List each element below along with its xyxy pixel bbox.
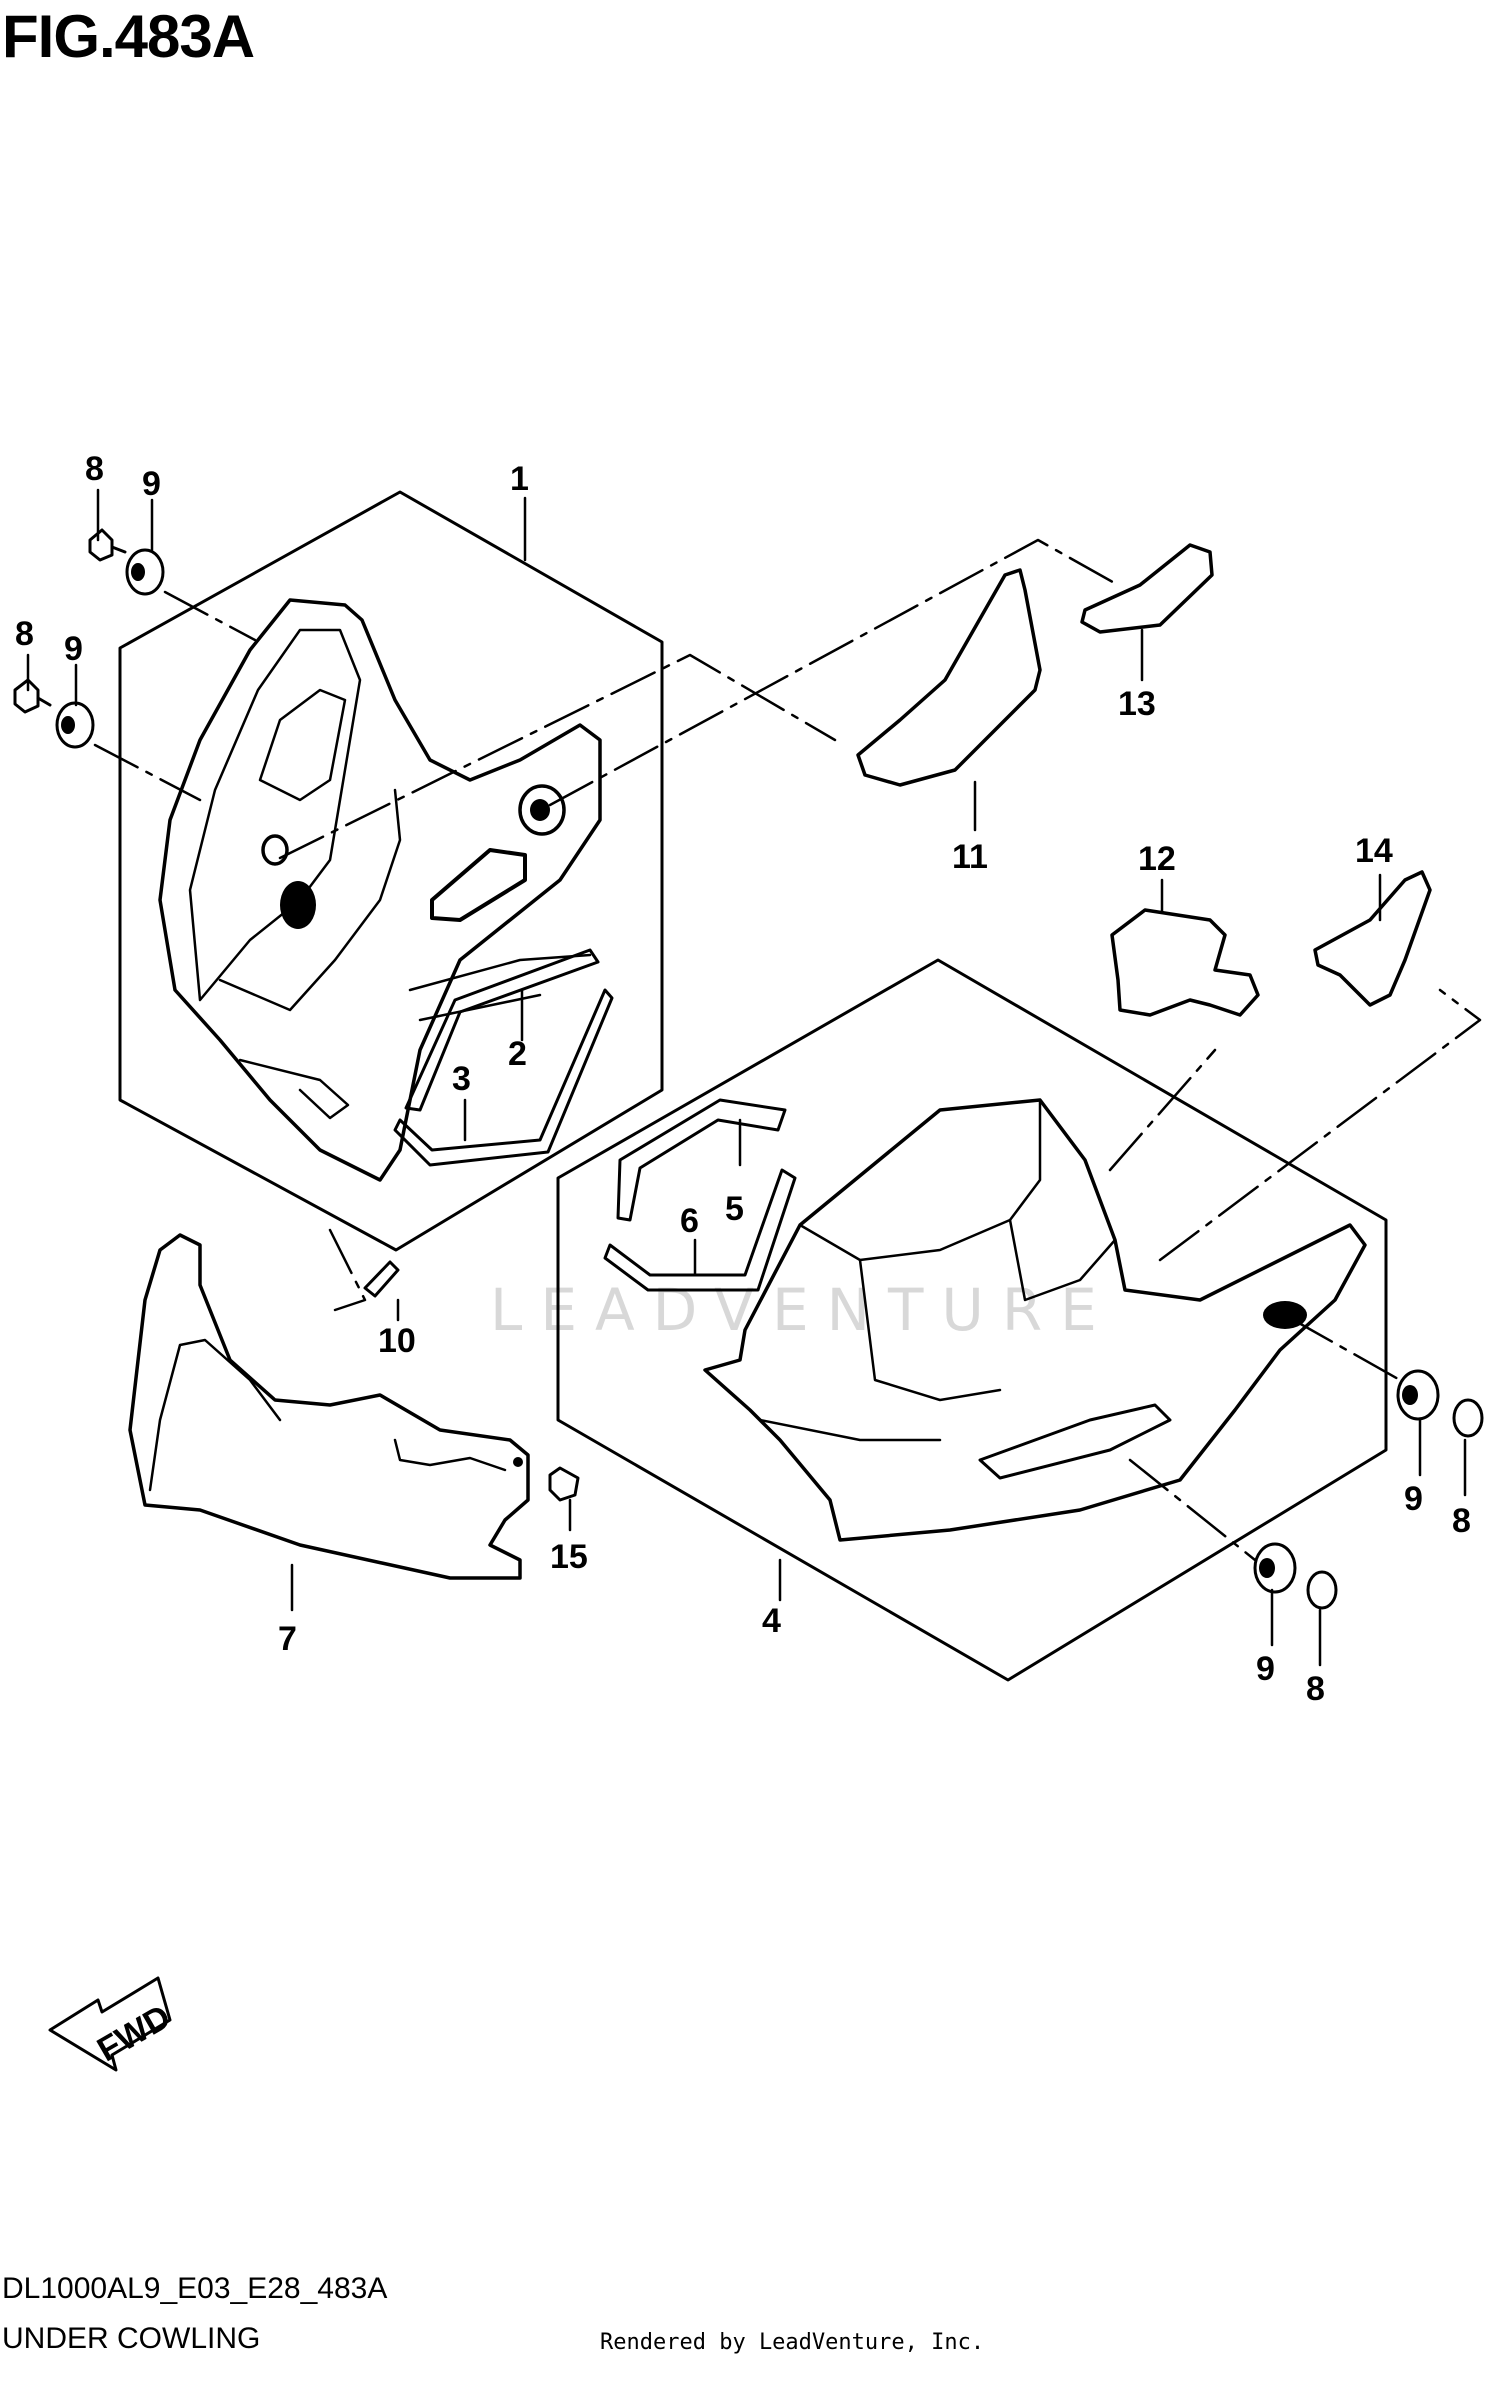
callout-2: 2 bbox=[508, 1035, 527, 1073]
fasteners bbox=[13, 528, 1484, 1610]
callout-8-a: 8 bbox=[85, 450, 104, 488]
part-11-bracket bbox=[856, 568, 1042, 787]
callout-9-d: 9 bbox=[1256, 1650, 1275, 1688]
callout-8-c: 8 bbox=[1452, 1502, 1471, 1540]
callout-11: 11 bbox=[952, 838, 988, 876]
part-2-seal-strip bbox=[404, 948, 600, 1112]
part-1-cowling-panel bbox=[158, 598, 602, 1182]
callout-14: 14 bbox=[1355, 832, 1393, 870]
callout-10: 10 bbox=[378, 1322, 416, 1360]
part-1-group-box bbox=[118, 490, 664, 1252]
part-4-group-box bbox=[556, 958, 1388, 1682]
callout-labels: 1 2 3 4 5 6 7 8 9 8 9 9 8 9 8 10 11 12 1… bbox=[15, 450, 1471, 1708]
part-7-front-cowling bbox=[128, 1233, 530, 1580]
callout-9-a: 9 bbox=[142, 465, 161, 503]
fwd-arrow bbox=[48, 1976, 172, 2072]
part-12-bracket bbox=[1110, 908, 1260, 1017]
watermark: LEADVENTURE bbox=[490, 1276, 1115, 1344]
callout-13: 13 bbox=[1118, 685, 1156, 723]
fwd-label: FWD bbox=[91, 1998, 177, 2070]
part-6-seal-strip bbox=[603, 1168, 797, 1292]
callout-12: 12 bbox=[1138, 840, 1176, 878]
callout-8-b: 8 bbox=[15, 615, 34, 653]
callout-7: 7 bbox=[278, 1620, 297, 1658]
part-14-bracket bbox=[1313, 870, 1432, 1007]
callout-5: 5 bbox=[725, 1190, 744, 1228]
part-5-seal-strip bbox=[616, 1098, 787, 1222]
callout-9-b: 9 bbox=[64, 630, 83, 668]
figure-name: UNDER COWLING bbox=[2, 2322, 261, 2355]
figure-title: FIG.483A bbox=[2, 3, 255, 70]
model-code: DL1000AL9_E03_E28_483A bbox=[2, 2272, 388, 2305]
callout-8-d: 8 bbox=[1306, 1670, 1325, 1708]
callout-6: 6 bbox=[680, 1202, 699, 1240]
part-13-bracket bbox=[1080, 543, 1214, 634]
centre-lines bbox=[93, 538, 1482, 1562]
part-3-seal-strip bbox=[393, 988, 614, 1167]
rendered-by-credit: Rendered by LeadVenture, Inc. bbox=[600, 2330, 985, 2355]
callout-15: 15 bbox=[550, 1538, 588, 1576]
callout-4: 4 bbox=[762, 1602, 781, 1640]
callout-1: 1 bbox=[510, 460, 529, 498]
callout-9-c: 9 bbox=[1404, 1480, 1423, 1518]
callout-3: 3 bbox=[452, 1060, 471, 1098]
leader-lines bbox=[26, 488, 1467, 1667]
